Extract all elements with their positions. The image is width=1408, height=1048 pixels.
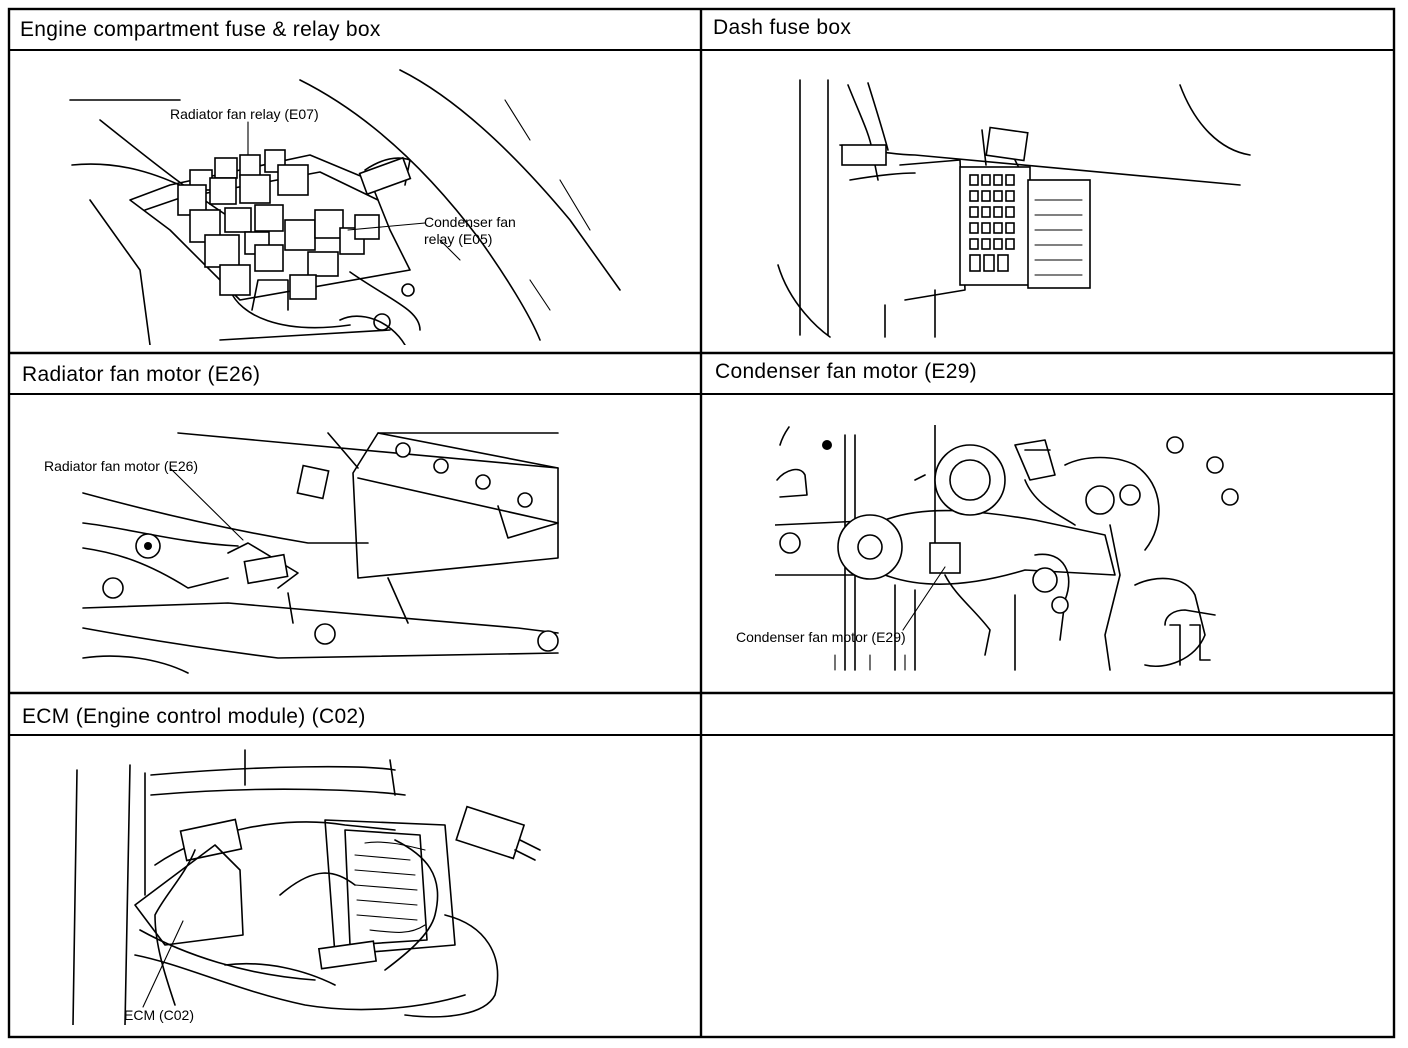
callout-radiator-fan-motor: Radiator fan motor (E26): [44, 458, 199, 474]
callout-ecm: ECM (C02): [124, 1007, 195, 1023]
condenser-fan-motor-illustration: [775, 425, 1239, 671]
panel-title-ecm: ECM (Engine control module) (C02): [22, 705, 366, 728]
dash-fuse-box-illustration: [777, 79, 1251, 338]
ecm-illustration: [72, 749, 541, 1025]
callout-condenser-fan-line1: Condenser fan: [424, 214, 516, 230]
panel-title-dash-fuse-box: Dash fuse box: [713, 16, 852, 39]
panel-title-fuse-relay-box: Engine compartment fuse & relay box: [20, 18, 381, 41]
fuse-relay-box-illustration: [69, 69, 621, 345]
callout-condenser-fan-line2: relay (E05): [424, 231, 493, 247]
callout-condenser-fan-motor: Condenser fan motor (E29): [736, 629, 906, 645]
panel-title-radiator-fan-motor: Radiator fan motor (E26): [22, 363, 261, 386]
callout-radiator-fan-relay: Radiator fan relay (E07): [170, 106, 319, 122]
panel-title-condenser-fan-motor: Condenser fan motor (E29): [715, 360, 977, 383]
radiator-fan-motor-illustration: [82, 432, 559, 674]
